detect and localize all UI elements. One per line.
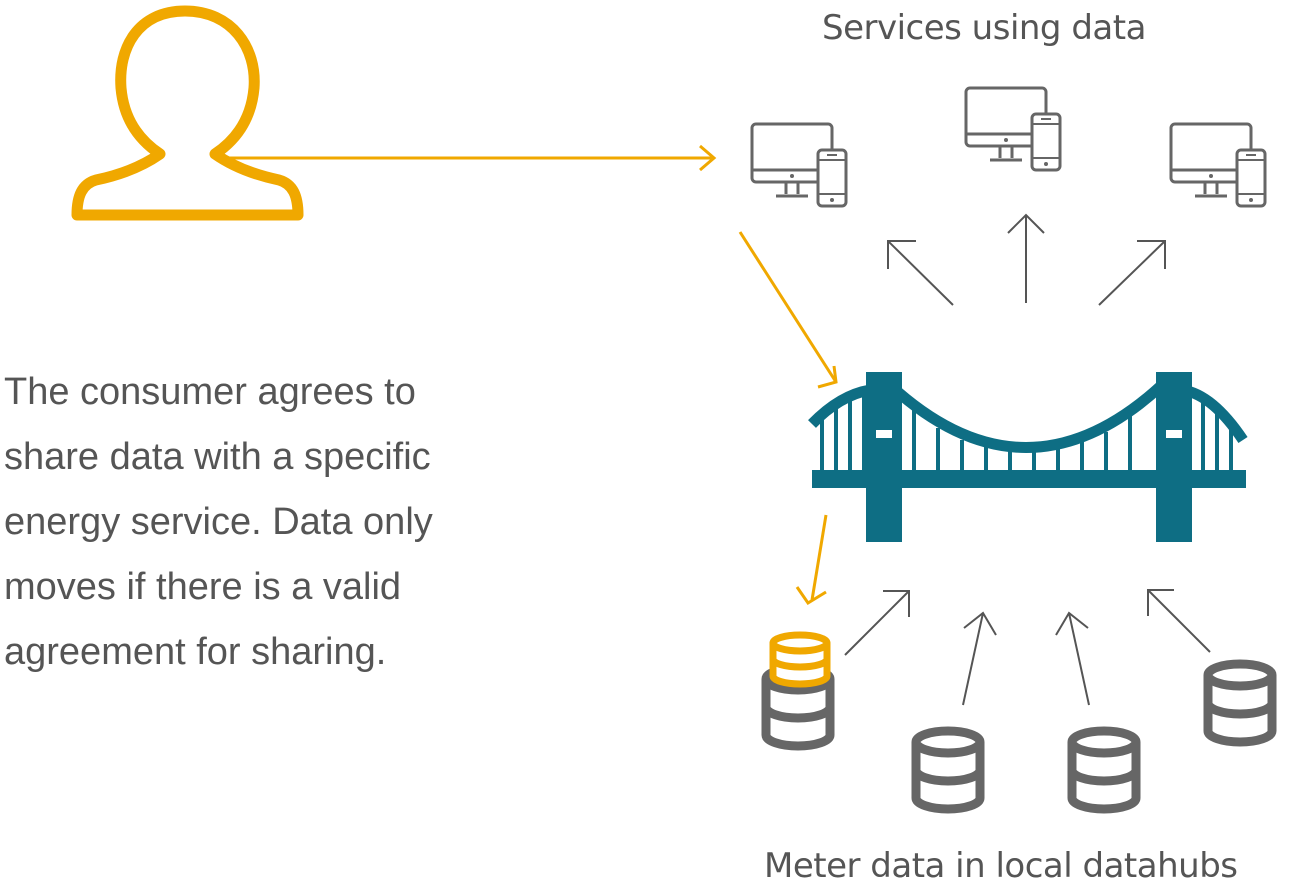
description-text: The consumer agrees to share data with a… [4, 360, 564, 685]
database-icon [1208, 664, 1272, 742]
datahub-arrows [844, 589, 1211, 706]
description-line: energy service. Data only [4, 501, 433, 543]
description-line: moves if there is a valid [4, 566, 402, 608]
description-line: The consumer agrees to [4, 371, 416, 413]
description-line: share data with a specific [4, 436, 431, 478]
person-icon [71, 5, 304, 221]
services-label: Services using data [822, 8, 1146, 48]
consent-arrows [220, 144, 838, 606]
database-icon [1072, 731, 1136, 809]
monitor-phone-icon [964, 86, 1062, 172]
monitor-phone-icon [1169, 122, 1267, 208]
monitor-phone-icon [750, 122, 848, 208]
selected-data-stack [769, 631, 831, 688]
datahubs-label: Meter data in local datahubs [764, 846, 1238, 886]
description-line: agreement for sharing. [4, 631, 387, 673]
bridge-icon [808, 372, 1248, 542]
service-arrows [887, 213, 1166, 306]
database-icon [916, 731, 980, 809]
